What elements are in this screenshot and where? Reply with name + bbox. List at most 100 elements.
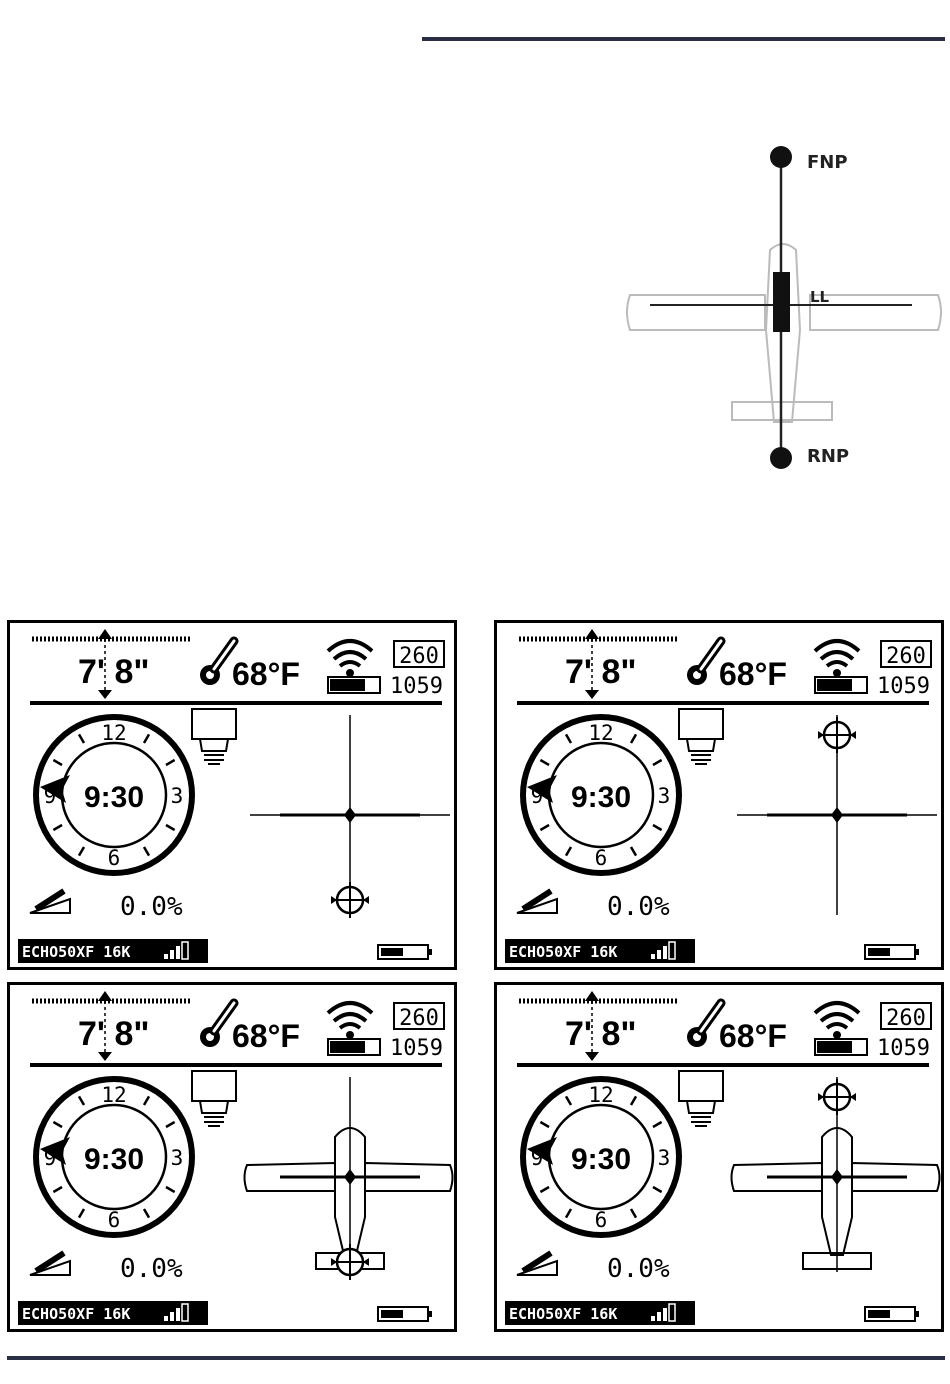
receiver-center-icon — [831, 1169, 843, 1185]
clock-tick — [53, 825, 62, 830]
thermometer-icon — [200, 641, 234, 685]
signal-strength-value: 260 — [886, 644, 926, 669]
clock-tick — [144, 1209, 149, 1218]
depth-readout: 7' 8" — [78, 1015, 149, 1053]
clock-tick — [540, 760, 549, 765]
depth-down-arrow — [98, 1052, 112, 1061]
status-text: ECHO50XF 16K — [22, 1305, 130, 1323]
diagram-fuselage — [766, 244, 800, 422]
clock-tick — [79, 1096, 84, 1105]
diagram-transmitter — [773, 272, 790, 332]
clock-tick — [79, 734, 84, 743]
clock-tick — [144, 734, 149, 743]
pitch-icon — [517, 891, 557, 913]
clock-tick — [566, 847, 571, 856]
clock-tick — [631, 1096, 636, 1105]
clock-tick — [79, 847, 84, 856]
locate-point-icon — [818, 717, 856, 753]
pressure-readout: 1059 — [877, 674, 930, 699]
clock-tick — [566, 1096, 571, 1105]
receiver-center-icon — [831, 807, 843, 823]
clock-tick — [53, 1122, 62, 1127]
clock-tick — [566, 1209, 571, 1218]
signal-strength-value: 260 — [399, 644, 439, 669]
clock-tick — [53, 760, 62, 765]
clock-tick — [79, 1209, 84, 1218]
depth-down-arrow — [585, 690, 599, 699]
clock-tick — [53, 1187, 62, 1192]
clock-tick — [166, 760, 175, 765]
clock-tick — [166, 1187, 175, 1192]
clock-tick — [566, 734, 571, 743]
depth-readout: 7' 8" — [565, 653, 636, 691]
clock-tick — [631, 847, 636, 856]
plane-outline-icon — [732, 1128, 940, 1269]
depth-down-arrow — [98, 690, 112, 699]
temperature-readout: 68°F — [232, 1018, 300, 1054]
diagram-wing — [810, 295, 941, 330]
pitch-readout: 0.0% — [120, 1254, 183, 1284]
clock-12: 12 — [101, 721, 126, 745]
diagram-rnp-dot — [770, 447, 792, 469]
pitch-readout: 0.0% — [120, 892, 183, 922]
pressure-readout: 1059 — [877, 1036, 930, 1061]
screen-display: 7' 8"68°F2601059123699:300.0%ECHO50XF 16… — [497, 985, 941, 1329]
thermometer-icon — [687, 641, 721, 685]
diagram-wing — [627, 295, 765, 330]
transmitter-icon — [192, 709, 236, 764]
clock-tick — [631, 1209, 636, 1218]
receiver-center-icon — [344, 1169, 356, 1185]
diagram-fnp-dot — [770, 146, 792, 168]
receiver-center-icon — [344, 807, 356, 823]
clock-time-readout: 9:30 — [84, 781, 144, 814]
clock-tick — [653, 760, 662, 765]
clock-tick — [653, 825, 662, 830]
status-text: ECHO50XF 16K — [22, 943, 130, 961]
clock-time-readout: 9:30 — [84, 1143, 144, 1176]
clock-tick — [144, 847, 149, 856]
battery-icon — [865, 945, 919, 959]
transmitter-icon — [679, 709, 723, 764]
clock-6: 6 — [108, 1208, 121, 1232]
clock-time-readout: 9:30 — [571, 781, 631, 814]
clock-time-readout: 9:30 — [571, 1143, 631, 1176]
clock-12: 12 — [588, 721, 613, 745]
signal-icon — [328, 641, 372, 666]
pressure-readout: 1059 — [390, 1036, 443, 1061]
temperature-readout: 68°F — [232, 656, 300, 692]
clock-3: 3 — [171, 1146, 184, 1170]
clock-3: 3 — [171, 784, 184, 808]
top-rule — [422, 37, 945, 41]
transmitter-icon — [192, 1071, 236, 1126]
locate-point-icon — [331, 882, 369, 918]
clock-tick — [144, 1096, 149, 1105]
depth-up-arrow — [585, 991, 599, 1001]
clock-tick — [166, 1122, 175, 1127]
pitch-readout: 0.0% — [607, 1254, 670, 1284]
pitch-icon — [30, 891, 70, 913]
signal-strength-value: 260 — [399, 1006, 439, 1031]
battery-icon — [378, 945, 432, 959]
temperature-readout: 68°F — [719, 656, 787, 692]
clock-6: 6 — [108, 846, 121, 870]
battery-icon — [378, 1307, 432, 1321]
depth-down-arrow — [585, 1052, 599, 1061]
clock-6: 6 — [595, 1208, 608, 1232]
pitch-readout: 0.0% — [607, 892, 670, 922]
thermometer-icon — [687, 1003, 721, 1047]
signal-icon — [328, 1003, 372, 1028]
locate-point-icon — [818, 1079, 856, 1115]
pressure-readout: 1059 — [390, 674, 443, 699]
diagram-rnp-label: RNP — [807, 446, 849, 467]
clock-3: 3 — [658, 1146, 671, 1170]
clock-12: 12 — [101, 1083, 126, 1107]
locate-point-icon — [331, 1244, 369, 1280]
clock-tick — [653, 1187, 662, 1192]
bottom-rule — [7, 1356, 945, 1360]
